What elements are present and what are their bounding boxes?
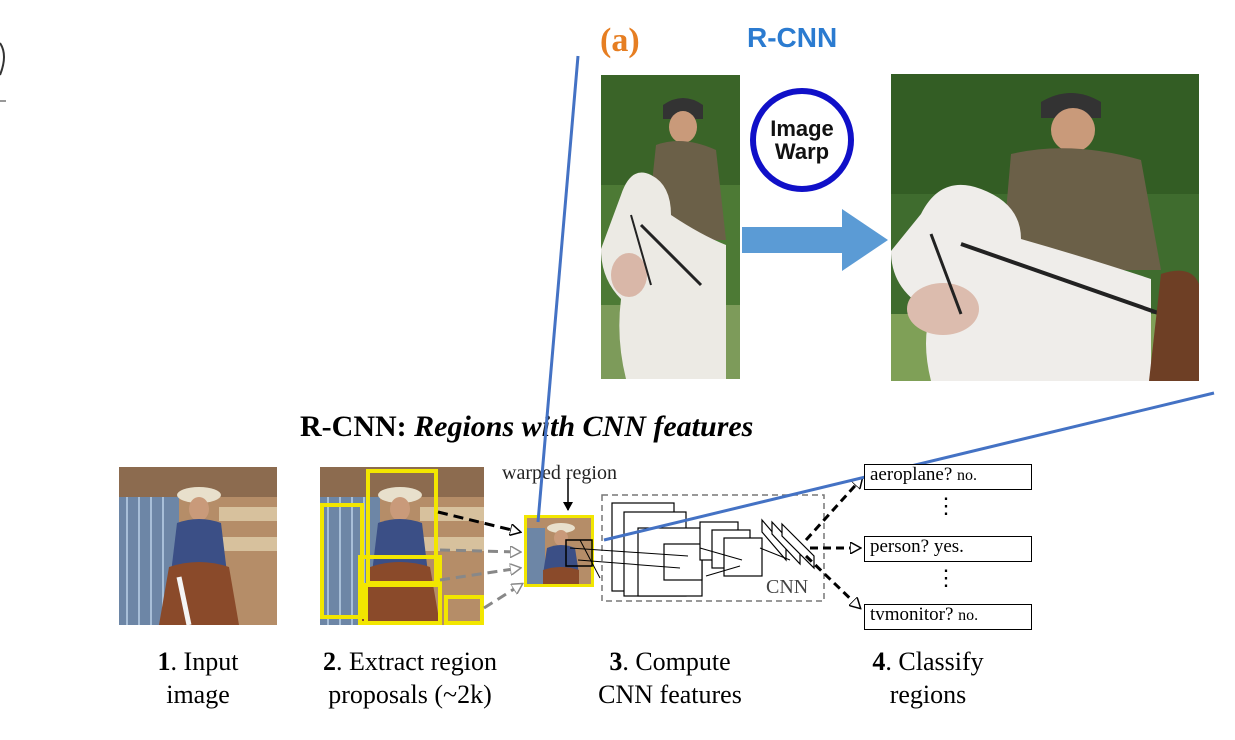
class-answer: no. [958, 607, 979, 624]
proposal-crop-image [601, 75, 740, 379]
class-answer: no. [957, 467, 978, 484]
step-line1: . Classify [885, 647, 984, 676]
title-bold-part: R-CNN: [300, 410, 415, 443]
step-line1: . Extract region [336, 647, 497, 676]
method-title: R-CNN [747, 22, 838, 53]
warped-region-image [891, 74, 1199, 381]
step-caption-extract: 2. Extract region proposals (~2k) [290, 646, 530, 711]
step-line2: proposals (~2k) [328, 679, 492, 709]
warped-inner-box [565, 539, 593, 567]
proposal-arrow [439, 568, 520, 582]
title-italic-part: Regions with CNN features [414, 410, 754, 443]
class-answer: yes. [933, 536, 964, 557]
step-line2: CNN features [598, 679, 742, 709]
diagram-title: R-CNN: Regions with CNN features [300, 410, 753, 444]
class-box-aeroplane: aeroplane? no. [864, 464, 1032, 490]
cnn-layers [611, 502, 815, 597]
step-caption-input: 1. Input image [108, 646, 288, 711]
panel-label: (a) [600, 22, 640, 59]
step-number: 3 [609, 647, 623, 676]
warped-region-label: warped region [502, 462, 617, 484]
vertical-ellipsis: ⋮ [935, 493, 957, 518]
proposal-arrow [437, 510, 520, 532]
image-warp-circle: Image Warp [750, 88, 854, 192]
cnn-inner-lines [569, 539, 791, 579]
edge-artifact [0, 42, 6, 102]
step-number: 2 [323, 647, 336, 676]
input-image [119, 467, 277, 625]
classifier-arrow [804, 478, 862, 542]
proposal-box [364, 583, 442, 625]
step-line2: image [166, 679, 230, 709]
step-line1: . Compute [622, 647, 731, 676]
warp-label-line1: Image [770, 115, 834, 141]
proposal-box [444, 595, 484, 625]
proposal-arrow [439, 550, 520, 552]
vertical-ellipsis: ⋮ [935, 565, 957, 590]
warp-arrow [742, 209, 888, 271]
step-caption-compute: 3. Compute CNN features [570, 646, 770, 711]
step-line1: . Input [170, 647, 239, 676]
step-caption-classify: 4. Classify regions [838, 646, 1018, 711]
class-label: aeroplane? [870, 464, 953, 485]
cnn-label: CNN [766, 576, 809, 598]
class-box-tvmonitor: tvmonitor? no. [864, 604, 1032, 630]
step-number: 1 [157, 647, 171, 676]
region-proposals-image [320, 467, 484, 625]
class-label: tvmonitor? [870, 604, 954, 625]
class-label: person? [870, 536, 930, 557]
warp-label-line2: Warp [774, 139, 830, 164]
zoom-connector-left [536, 55, 580, 523]
class-box-person: person? yes. [864, 536, 1032, 562]
step-line2: regions [889, 679, 967, 709]
step-number: 4 [872, 647, 886, 676]
proposal-arrow [483, 584, 522, 610]
